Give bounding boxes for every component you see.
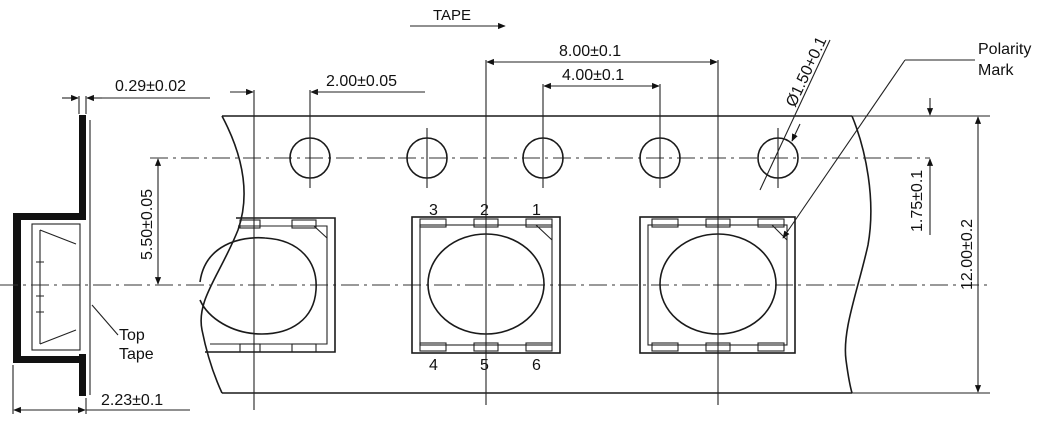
- pocket-left-wall: [13, 213, 21, 363]
- polarity-mark-leader: [782, 59, 906, 239]
- edge-to-hole-dim: 1.75±0.1: [909, 170, 926, 232]
- pin-3-label: 3: [429, 202, 438, 219]
- pocket-left: [199, 217, 336, 353]
- pocket-pitch-dim: 8.00±0.1: [559, 43, 621, 60]
- cross-section-view: [13, 115, 91, 396]
- pocket-top-wall: [13, 213, 86, 220]
- pin-2-label: 2: [480, 202, 489, 219]
- tape-width-dim: 12.00±0.2: [959, 219, 976, 290]
- pin-5-label: 5: [480, 357, 489, 374]
- led-lens: [199, 236, 317, 335]
- led-lens-section: [36, 229, 77, 345]
- sprocket-holes: [289, 128, 799, 188]
- hole-diameter-leader: [759, 39, 831, 191]
- top-tape-label-2: Tape: [119, 346, 154, 363]
- top-tape-leader: [91, 304, 119, 336]
- pin-6-label: 6: [532, 357, 541, 374]
- hole-to-center-dim: 5.50±0.05: [139, 189, 156, 260]
- polarity-mark-label-1: Polarity: [978, 41, 1031, 58]
- tape-top-view: 3 2 1 4 5 6: [0, 60, 990, 410]
- top-tape-label-1: Top: [119, 327, 145, 344]
- carrier-depth-dim: 2.23±0.1: [101, 392, 163, 409]
- carrier-wall-bottom: [79, 354, 86, 396]
- pocket-bottom-wall: [13, 356, 86, 363]
- tape-right-break: [844, 115, 872, 394]
- polarity-mark-label-2: Mark: [978, 62, 1015, 79]
- carrier-wall-top: [79, 115, 86, 193]
- tape-thickness-dim: 0.29±0.02: [115, 78, 186, 95]
- tape-direction-label: TAPE: [433, 7, 471, 24]
- hole-pitch-dim: 2.00±0.05: [326, 73, 397, 90]
- pocket-step-top: [79, 186, 86, 220]
- sprocket-pitch-dim: 4.00±0.1: [562, 67, 624, 84]
- pocket-step-bottom: [79, 356, 86, 360]
- pin-4-label: 4: [429, 357, 438, 374]
- led-body-section: [31, 223, 81, 351]
- pin-1-label: 1: [532, 202, 541, 219]
- polarity-chamfer: [535, 224, 553, 241]
- tape-left-break: [200, 115, 245, 394]
- hole-diameter-dim: Ø1.50+0.1: [783, 34, 830, 109]
